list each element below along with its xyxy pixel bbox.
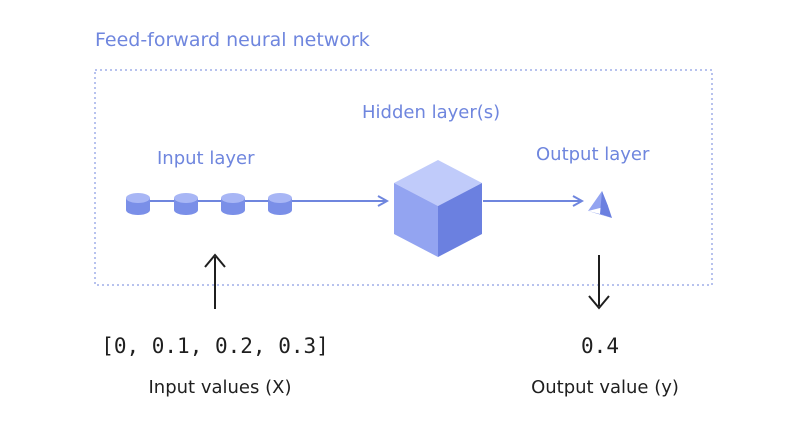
input-layer-label: Input layer bbox=[157, 148, 255, 169]
down-arrow-icon bbox=[588, 295, 610, 310]
input-node bbox=[126, 193, 150, 215]
up-arrow-icon bbox=[204, 253, 226, 268]
input-node bbox=[174, 193, 198, 215]
output-value-caption: Output value (y) bbox=[531, 377, 679, 398]
output-value-text: 0.4 bbox=[581, 334, 619, 358]
hidden-layer-label: Hidden layer(s) bbox=[362, 102, 500, 123]
network-boundary-box bbox=[94, 69, 713, 286]
input-node bbox=[221, 193, 245, 215]
output-layer-label: Output layer bbox=[536, 144, 650, 165]
diagram-title: Feed-forward neural network bbox=[95, 29, 370, 51]
input-values-text: [0, 0.1, 0.2, 0.3] bbox=[101, 334, 329, 358]
input-node bbox=[268, 193, 292, 215]
hidden-layer-cube bbox=[394, 160, 482, 257]
output-node bbox=[588, 191, 612, 218]
input-values-caption: Input values (X) bbox=[149, 377, 292, 398]
